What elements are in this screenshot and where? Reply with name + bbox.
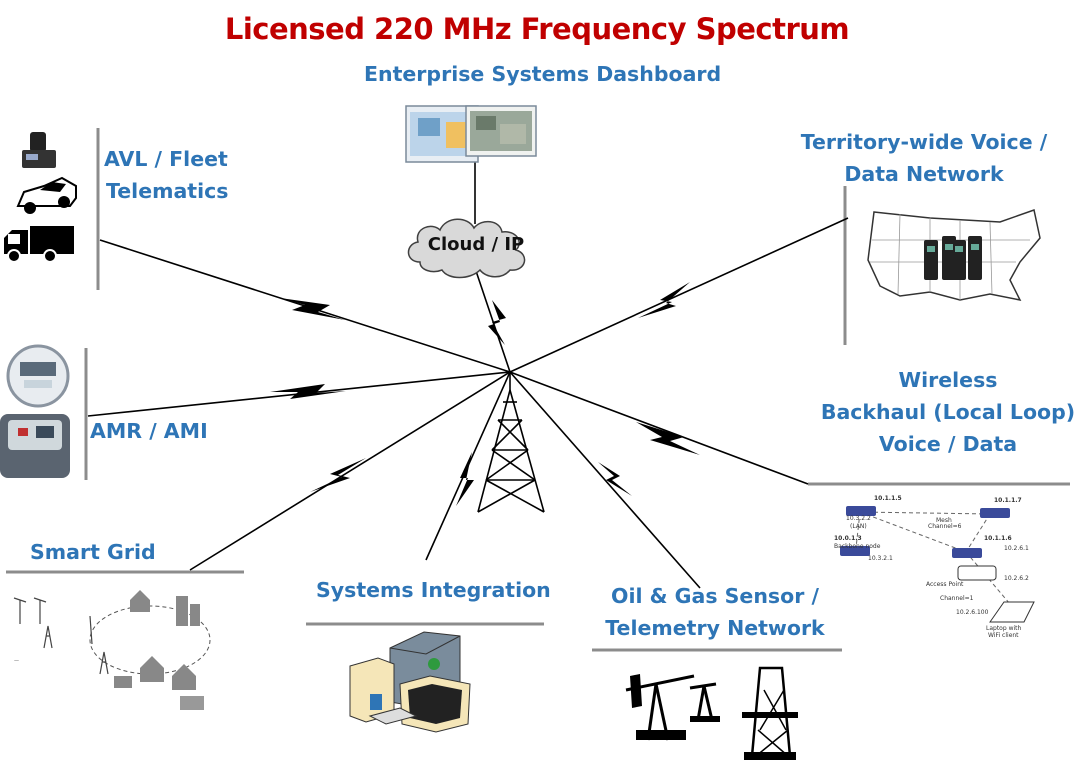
car-icon: [16, 176, 77, 214]
us-map-radios-icon: [867, 209, 1041, 302]
mesh-ap-label: Access Point: [926, 581, 964, 588]
truck-icon: [4, 226, 74, 263]
dividers: [6, 128, 1070, 652]
mesh-node-label: 10.1.1.7: [994, 497, 1022, 504]
link-oil-gas: [509, 371, 701, 589]
lightning-bolts: [270, 282, 700, 506]
server-workstation-icon: [349, 631, 471, 733]
backhaul-label-line3: Voice / Data: [878, 432, 1018, 456]
integration-label: Systems Integration: [316, 578, 551, 602]
radio-icon: [22, 132, 56, 168]
mesh-ip-label: 10.2.6.100: [956, 609, 989, 616]
mesh-channel-label: Channel=6: [928, 523, 962, 530]
svg-text:—: —: [14, 658, 19, 664]
links: [87, 162, 849, 589]
mesh-network-icon: 10.1.1.5 10.1.1.7 10.0.1.3 10.1.1.6 10.3…: [834, 495, 1035, 639]
link-territory: [509, 217, 849, 373]
mesh-node-label: 10.1.1.5: [874, 495, 902, 502]
territory-label-line2: Data Network: [844, 162, 1004, 186]
mesh-laptop-label: Laptop with: [986, 625, 1021, 632]
lightning-icon: [280, 298, 345, 320]
radio-tower-icon: [477, 372, 545, 513]
smart-grid-label: Smart Grid: [30, 540, 156, 564]
avl-label-line2: Telematics: [106, 179, 229, 203]
dashboard-label: Enterprise Systems Dashboard: [364, 62, 722, 86]
mesh-ip-label: 10.2.6.1: [1004, 545, 1029, 552]
cloud-icon: [407, 218, 526, 279]
mesh-ip-label: 10.3.2.2: [846, 515, 871, 522]
mesh-backbone-label: Backbone node: [834, 543, 881, 550]
lightning-icon: [636, 422, 700, 455]
mesh-ip-label: 10.2.6.2: [1004, 575, 1029, 582]
lightning-icon: [638, 282, 690, 318]
mesh-node-label: 10.1.1.6: [984, 535, 1012, 542]
mesh-lan-label: (LAN): [850, 523, 867, 530]
link-smart-grid: [189, 371, 511, 571]
dashboard-screens-icon: [405, 105, 537, 163]
smart-meter-icon: [0, 344, 70, 478]
lightning-icon: [270, 384, 346, 399]
backhaul-label-line2: Backhaul (Local Loop): [820, 400, 1074, 424]
mesh-wifi-label: WiFi client: [988, 632, 1019, 639]
page-title: Licensed 220 MHz Frequency Spectrum: [224, 12, 850, 46]
link-cloud-hub: [474, 267, 511, 373]
amr-label: AMR / AMI: [90, 419, 208, 443]
cloud-label: Cloud / IP: [427, 234, 525, 255]
backhaul-label-line1: Wireless: [898, 368, 998, 392]
mesh-ip-label: 10.3.2.1: [868, 555, 893, 562]
mesh-channel-label: Channel=1: [940, 595, 974, 602]
oil-rig-pumpjack-icon: [625, 666, 798, 760]
avl-label-line1: AVL / Fleet: [104, 147, 228, 171]
vehicle-icons: [4, 132, 77, 263]
oil-gas-label-line2: Telemetry Network: [605, 616, 825, 640]
lightning-icon: [310, 458, 366, 492]
link-backhaul: [509, 371, 809, 485]
oil-gas-label-line1: Oil & Gas Sensor /: [611, 584, 819, 608]
power-grid-icon: —: [13, 590, 211, 710]
mesh-type-label: Mesh: [936, 517, 952, 524]
territory-label-line1: Territory-wide Voice /: [800, 130, 1048, 154]
mesh-node-label: 10.0.1.3: [834, 535, 862, 542]
lightning-icon: [488, 300, 506, 345]
